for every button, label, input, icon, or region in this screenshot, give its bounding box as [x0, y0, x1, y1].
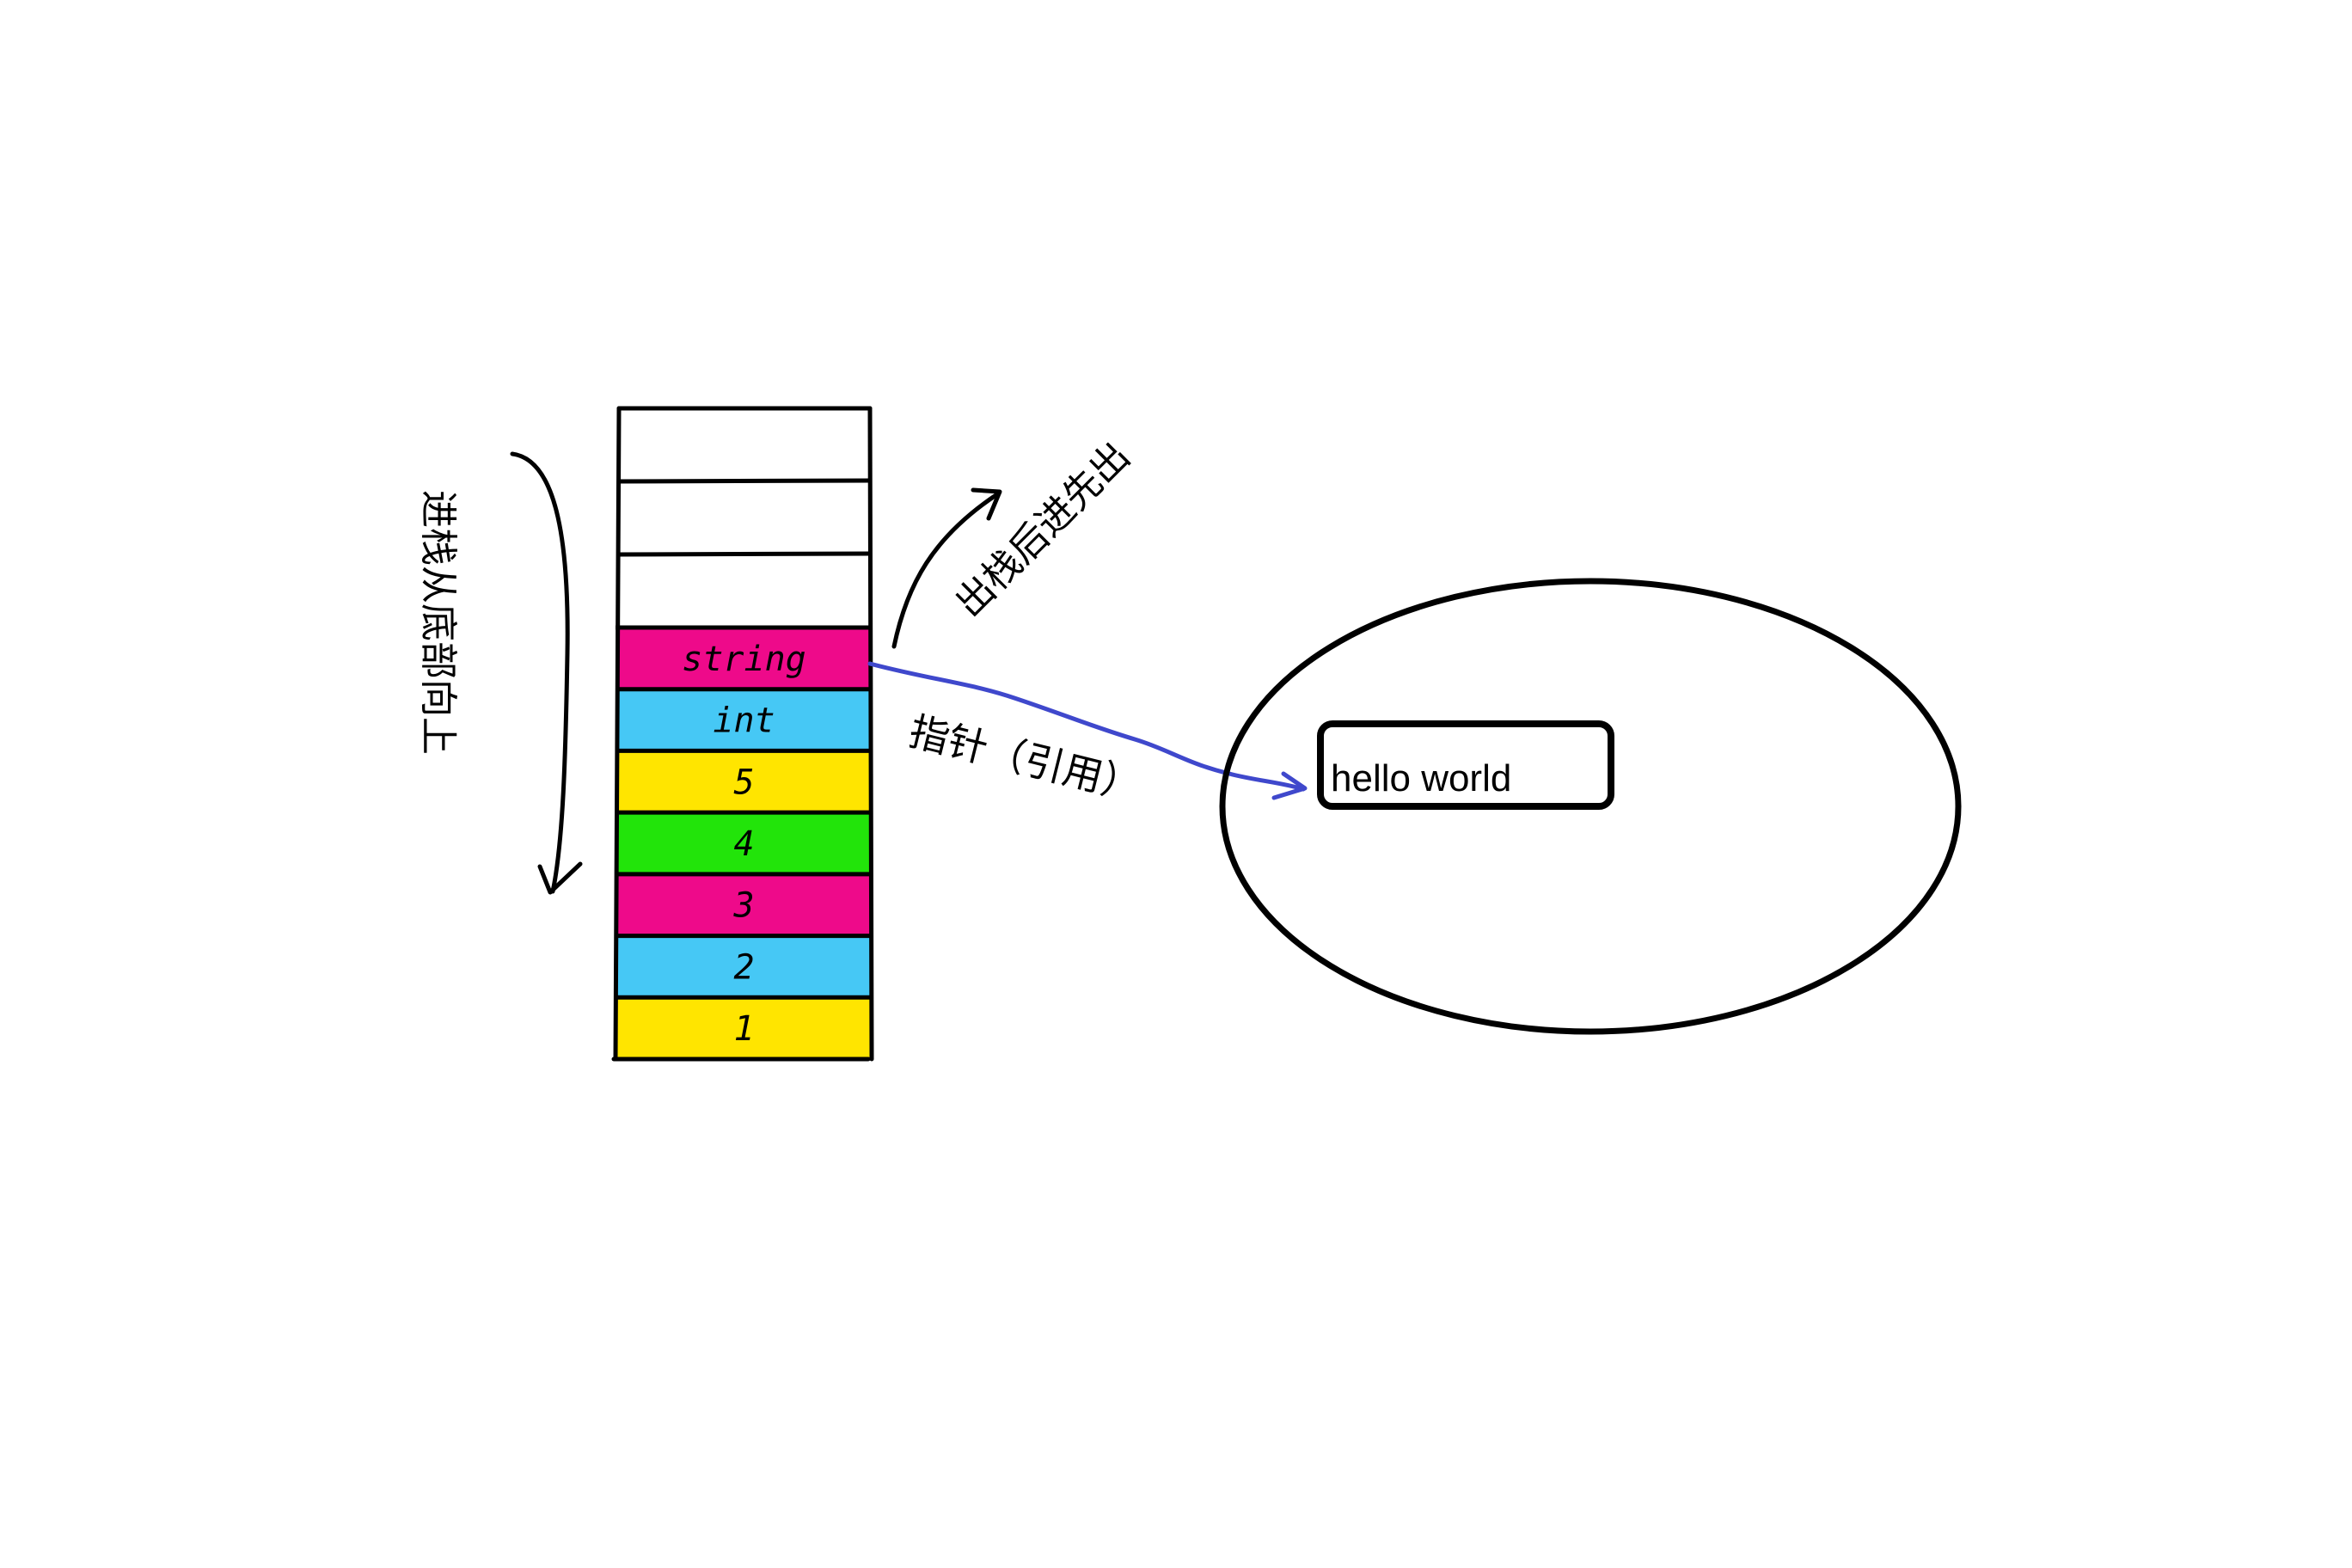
stack-cell [617, 628, 871, 689]
stack-cell-label: 5 [733, 763, 754, 802]
stack-cell-label: int [713, 701, 775, 741]
stack-cell-label: 3 [732, 886, 754, 926]
stack-cell [617, 935, 871, 998]
stack-frame [611, 406, 874, 1062]
pop-arrow [891, 487, 1002, 649]
stack-cells: string int 5 4 3 2 1 [616, 625, 873, 1059]
hello-world-text: hello world [1331, 757, 1511, 799]
stack-cell [617, 750, 871, 813]
stack-cell-label: 1 [733, 1009, 754, 1049]
pop-label: 出栈后进先出 [947, 434, 1139, 626]
stack-cell-label: 2 [733, 947, 754, 987]
stack-cell [617, 873, 871, 936]
heap-ellipse [1219, 578, 1962, 1035]
stack-cell-label: 4 [733, 824, 754, 864]
pointer-arrow [867, 661, 1308, 800]
hello-world-box [1317, 720, 1614, 810]
stack-cell [617, 689, 871, 751]
push-label: 进栈从底部向上 [416, 490, 460, 755]
push-arrow [510, 451, 583, 895]
stack-empty-slots [616, 478, 872, 557]
pointer-label: 指针（引用） [904, 707, 1146, 810]
stack-cell [617, 997, 871, 1059]
stack-cell [617, 812, 871, 874]
stack-cell-label: string [682, 640, 806, 679]
